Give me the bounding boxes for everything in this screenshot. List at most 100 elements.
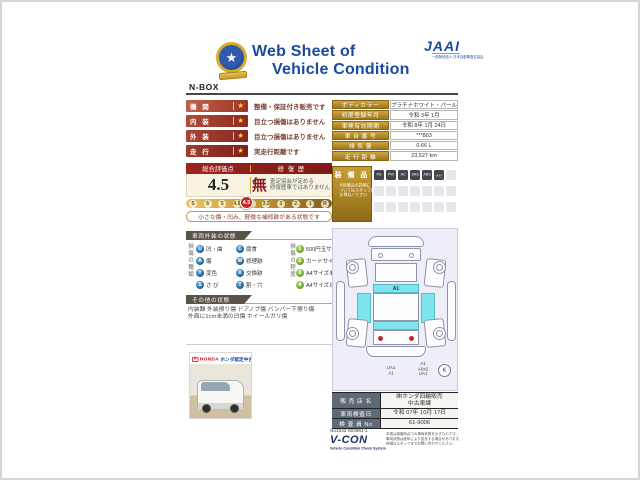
equipment-icon-empty bbox=[446, 202, 456, 212]
sheet-title-line2: Vehicle Condition bbox=[272, 61, 410, 78]
equipment-icon-empty bbox=[410, 202, 420, 212]
emblem-ribbon bbox=[218, 70, 248, 81]
star-icon: ★ bbox=[237, 130, 244, 140]
legend-item: 1 500円玉サイズ未満 bbox=[296, 243, 354, 255]
equipment-icon-empty bbox=[422, 186, 432, 196]
damage-code: A0x2 bbox=[417, 366, 429, 372]
table-row: 車 台 番 号 ***803 bbox=[332, 130, 458, 141]
damage-code: A1 bbox=[388, 370, 394, 376]
car-damage-diagram: A1 UA1 A1 A1 A0x2 UA1 K bbox=[332, 228, 458, 391]
sales-label: 販 売 店 名 bbox=[332, 393, 380, 408]
equipment-icon-label: ABS bbox=[423, 173, 431, 177]
tag-divider bbox=[233, 146, 235, 155]
document-number: No1042-003961-1 bbox=[330, 429, 368, 434]
scale-tick: 6 bbox=[203, 199, 212, 208]
score-description-bubble: 小さな傷・凹み、軽微な補修跡がある状態です bbox=[186, 211, 332, 222]
sheet-title: Web Sheet of Vehicle Condition bbox=[252, 43, 410, 79]
equipment-icon-empty bbox=[398, 202, 408, 212]
taillight-icon bbox=[409, 336, 414, 341]
equipment-icon-label: AC bbox=[400, 173, 406, 177]
divider bbox=[186, 344, 332, 345]
scale-tick: 1 bbox=[306, 199, 315, 208]
brand-name: HONDA bbox=[199, 355, 219, 362]
scale-tick: 2 bbox=[291, 199, 300, 208]
repair-history-value: 無 bbox=[251, 176, 267, 194]
repair-history-header: 修 復 歴 bbox=[277, 166, 306, 173]
info-label: 排 気 量 bbox=[332, 141, 389, 151]
legend-item: X 交換跡 bbox=[236, 267, 282, 279]
summary-text: 目立つ損傷はありません bbox=[254, 133, 326, 141]
summary-row-interior: 内 装 ★ 目立つ損傷はありません bbox=[186, 114, 332, 127]
header-divider bbox=[250, 165, 251, 172]
jaai-logo-text: JAAI bbox=[424, 38, 460, 54]
roof-front-panel-highlighted: A1 bbox=[373, 284, 419, 293]
table-row: 検 査 員 No 61-9006 bbox=[332, 419, 458, 429]
info-value: 令和 3年 1月 bbox=[390, 110, 458, 120]
star-icon: ★ bbox=[237, 100, 244, 110]
table-row: ボディカラー プラチナホワイト・パール bbox=[332, 100, 458, 110]
damage-code: A1 bbox=[420, 362, 426, 367]
sales-label: 検 査 員 No bbox=[332, 419, 380, 428]
summary-tag-label: 機 関 bbox=[190, 103, 211, 111]
legend-item: U 凹・曲 bbox=[196, 243, 236, 255]
other-note-line1: 内装難 外装擦り傷 ドアノブ傷 バンパー下擦り傷 bbox=[188, 307, 315, 313]
summary-tag: 走 行 ★ bbox=[186, 144, 248, 157]
honda-logo-icon: H bbox=[192, 355, 199, 362]
tag-divider bbox=[233, 101, 235, 110]
equipment-icon-empty bbox=[422, 202, 432, 212]
summary-row-exterior: 外 装 ★ 目立つ損傷はありません bbox=[186, 129, 332, 142]
scale-tick: S bbox=[189, 199, 197, 208]
hood-panel bbox=[371, 248, 421, 261]
legend-item: T 割・穴 bbox=[236, 279, 282, 291]
info-value: 23,527 km bbox=[390, 151, 458, 161]
star-icon: ★ bbox=[237, 145, 244, 155]
degree-code-icon: 3 bbox=[296, 269, 304, 277]
info-value: 0.66 L bbox=[390, 141, 458, 151]
sheet-title-line1: Web Sheet of bbox=[252, 43, 356, 60]
table-row: 初度登録年月 令和 3年 1月 bbox=[332, 110, 458, 120]
equipment-icon-empty bbox=[446, 170, 456, 180]
damage-code-icon: C bbox=[236, 245, 244, 253]
equipment-icon: ABS bbox=[422, 170, 432, 180]
damage-note-left: UA1 A1 bbox=[384, 366, 399, 376]
damage-code-icon: S bbox=[196, 281, 204, 289]
scale-tick: R bbox=[320, 199, 329, 208]
summary-row-mileage: 走 行 ★ 実走行距離です bbox=[186, 144, 332, 157]
legend-item: 2 カードサイズ未満 bbox=[296, 255, 354, 267]
info-label: ボディカラー bbox=[332, 100, 389, 110]
section-other: その他の状態 bbox=[186, 295, 332, 304]
damage-code-icon: T bbox=[236, 281, 244, 289]
summary-tag-label: 走 行 bbox=[190, 148, 211, 156]
equipment-icon-label: PS bbox=[376, 173, 382, 177]
equipment-icon-empty bbox=[410, 186, 420, 196]
rating-header: 総合評価点 修 復 歴 bbox=[186, 163, 332, 174]
diagram-badge-k: K bbox=[438, 364, 451, 377]
car-wheel-shape bbox=[202, 404, 211, 413]
equipment-icon-label: PW bbox=[388, 173, 394, 177]
summary-tag: 機 関 ★ bbox=[186, 99, 248, 112]
windshield-panel bbox=[375, 263, 417, 282]
legend-item: W 修理跡 bbox=[236, 255, 282, 267]
section-exterior-title: 車両外装の状態 bbox=[186, 231, 252, 240]
summary-text: 目立つ損傷はありません bbox=[254, 118, 326, 126]
table-row: 走 行 距 離 23,527 km bbox=[332, 151, 458, 161]
section-exterior: 車両外装の状態 bbox=[186, 231, 332, 240]
roof-rear-panel-highlighted bbox=[373, 321, 419, 330]
degree-code-icon: 4 bbox=[296, 281, 304, 289]
section-other-title: その他の状態 bbox=[186, 295, 252, 304]
summary-tag-label: 外 装 bbox=[190, 133, 211, 141]
equipment-note-line3: お尋ねください bbox=[339, 193, 368, 198]
equipment-note-line2: ついてはスタッフに bbox=[339, 188, 375, 193]
vcon-logo: V-CON bbox=[330, 434, 368, 446]
damage-note-right: A1 A0x2 UA1 bbox=[416, 362, 431, 377]
other-condition-notes: 内装難 外装擦り傷 ドアノブ傷 バンパー下擦り傷 外面に1cm未満の凹傷 ホイー… bbox=[188, 307, 334, 321]
damage-degree-list: 1 500円玉サイズ未満 2 カードサイズ未満 3 A4サイズ未満 4 A4サイ… bbox=[296, 243, 354, 291]
equipment-icon: AC bbox=[398, 170, 408, 180]
repair-note-line2: 修復歴車ではありません bbox=[269, 185, 331, 191]
legend-label: 修理跡 bbox=[246, 259, 263, 265]
wheel-icon bbox=[346, 327, 359, 340]
front-bumper-panel bbox=[368, 236, 424, 247]
repair-note-line1: 査定協会が定める bbox=[269, 178, 314, 185]
vcon-logo-subtitle: Vehicle Condition Check System bbox=[330, 447, 386, 451]
